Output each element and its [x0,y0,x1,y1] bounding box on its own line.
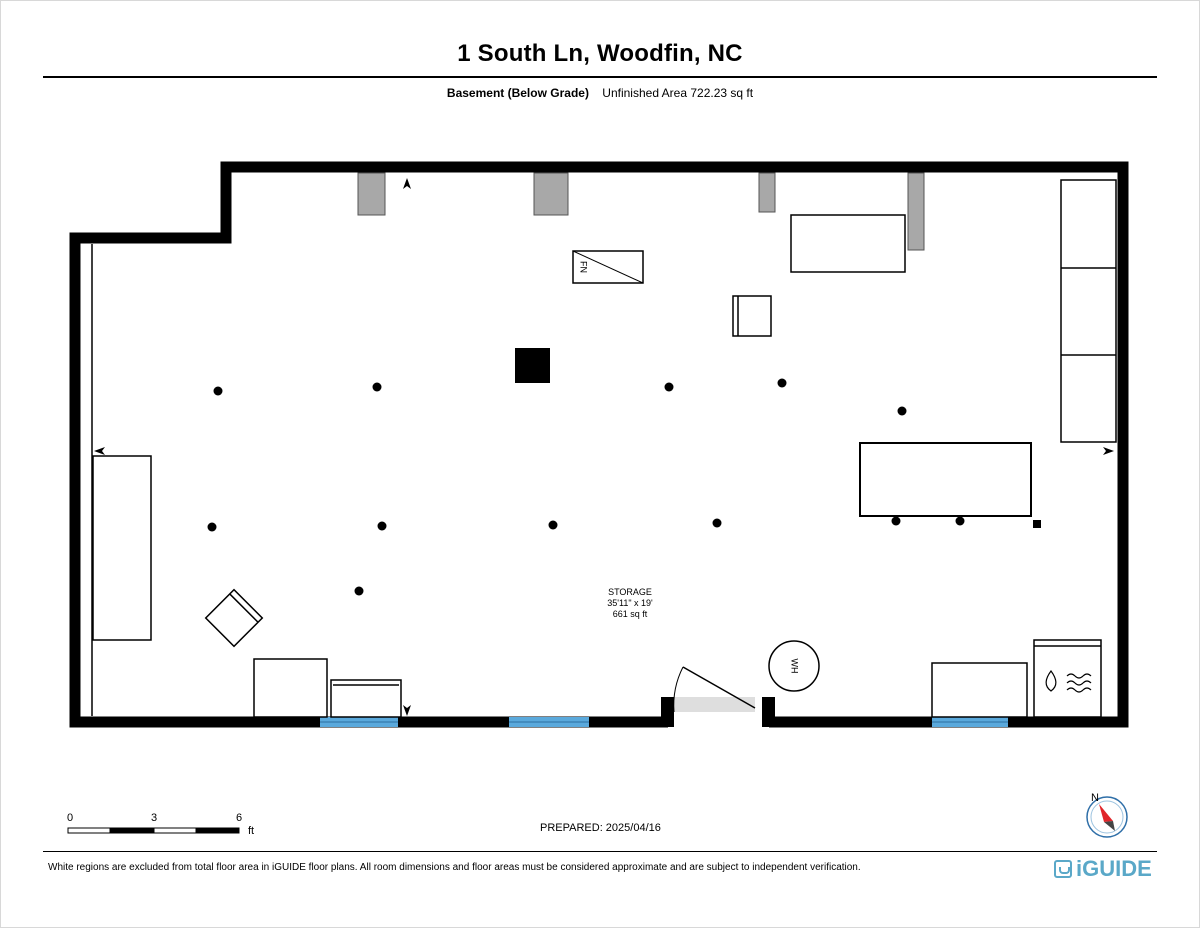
brand-name: iGUIDE [1076,856,1152,881]
scale-label-0: 0 [67,812,73,824]
wall-columns [357,172,925,251]
ceiling-lights [207,378,965,596]
room-area: 661 sq ft [613,609,648,619]
area-summary: Unfinished Area 722.23 sq ft [602,86,754,100]
shelving-unit [92,455,152,641]
door-jamb-left [661,697,674,727]
scale-unit: ft [248,825,254,837]
room-dimensions: 35'11" x 19' [607,598,653,608]
floor-subtitle: Basement (Below Grade) Unfinished Area 7… [0,86,1200,100]
box-edge [229,593,259,623]
light-fixture [891,516,901,526]
scale-segment-dark [109,827,155,834]
scale-label-3: 3 [151,812,157,824]
scale-segment-light [67,827,111,834]
door-swing-arc [673,666,684,713]
compass-north-label: N [1091,792,1099,804]
water-heater-label: WH [790,659,800,674]
title-divider [43,76,1157,78]
entry-door [673,666,756,713]
footer-divider [43,851,1157,852]
light-fixture [712,518,722,528]
cabinet [253,658,328,718]
cabinet [790,214,906,273]
workbench [859,442,1032,517]
disclaimer-text: White regions are excluded from total fl… [48,862,861,873]
light-fixture [548,520,558,530]
arrow-marker [403,705,411,716]
scale-bar: 0 3 6 ft [67,812,254,837]
arrow-marker [94,447,105,455]
light-fixture [777,378,787,388]
wave-icon [1066,673,1092,679]
door-jamb-right [762,697,775,727]
light-fixture [213,386,223,396]
windows [320,717,1008,727]
utility-sink [1033,639,1102,718]
compass-needle-north [1099,804,1113,822]
water-drop-icon [1045,669,1057,692]
brand-logo: iGUIDE [1054,856,1152,882]
furnace-label: FN [579,261,589,273]
chest [330,679,402,718]
water-heater: WH [768,640,820,692]
wall-column [758,172,776,213]
room-name: STORAGE [608,587,652,597]
light-fixture [207,522,217,532]
support-post [515,348,550,383]
shelving-unit [1060,179,1117,443]
wave-icon [1066,680,1092,686]
level-name: Basement (Below Grade) [446,86,589,100]
light-fixture [955,516,965,526]
furniture [92,179,1117,718]
wall-column [907,172,925,251]
rotated-box [204,588,264,648]
box [204,588,264,648]
compass-inner-ring [1090,800,1124,834]
room-label-storage: STORAGE 35'11" x 19' 661 sq ft [607,587,653,619]
small-post [1033,520,1041,528]
wall-column [357,172,386,216]
furnace: FN [572,250,644,284]
light-fixture [377,521,387,531]
scale-segment-light [153,827,197,834]
sink-symbols [1045,669,1092,693]
scale-label-6: 6 [236,812,242,824]
page-title: 1 South Ln, Woodfin, NC [457,40,743,67]
furnace-diagonal [572,250,644,284]
brand-logo-icon [1054,860,1072,878]
light-fixture [664,382,674,392]
wave-icon [1066,687,1092,693]
door-leaf [682,666,756,709]
box [732,295,772,337]
arrow-marker [1103,447,1114,455]
wall-markers [94,178,1114,716]
light-fixture [354,586,364,596]
arrow-marker [403,178,411,189]
scale-segment-dark [195,827,240,834]
light-fixture [372,382,382,392]
light-fixture [897,406,907,416]
cabinet [931,662,1028,718]
wall-column [533,172,569,216]
door-threshold [674,697,755,712]
exterior-walls [69,161,1129,728]
water-heater-tank [768,640,820,692]
prepared-date: PREPARED: 2025/04/16 [540,822,661,834]
compass: N [1086,792,1128,838]
compass-needle-south [1104,821,1115,831]
wall-outline [69,161,1129,728]
